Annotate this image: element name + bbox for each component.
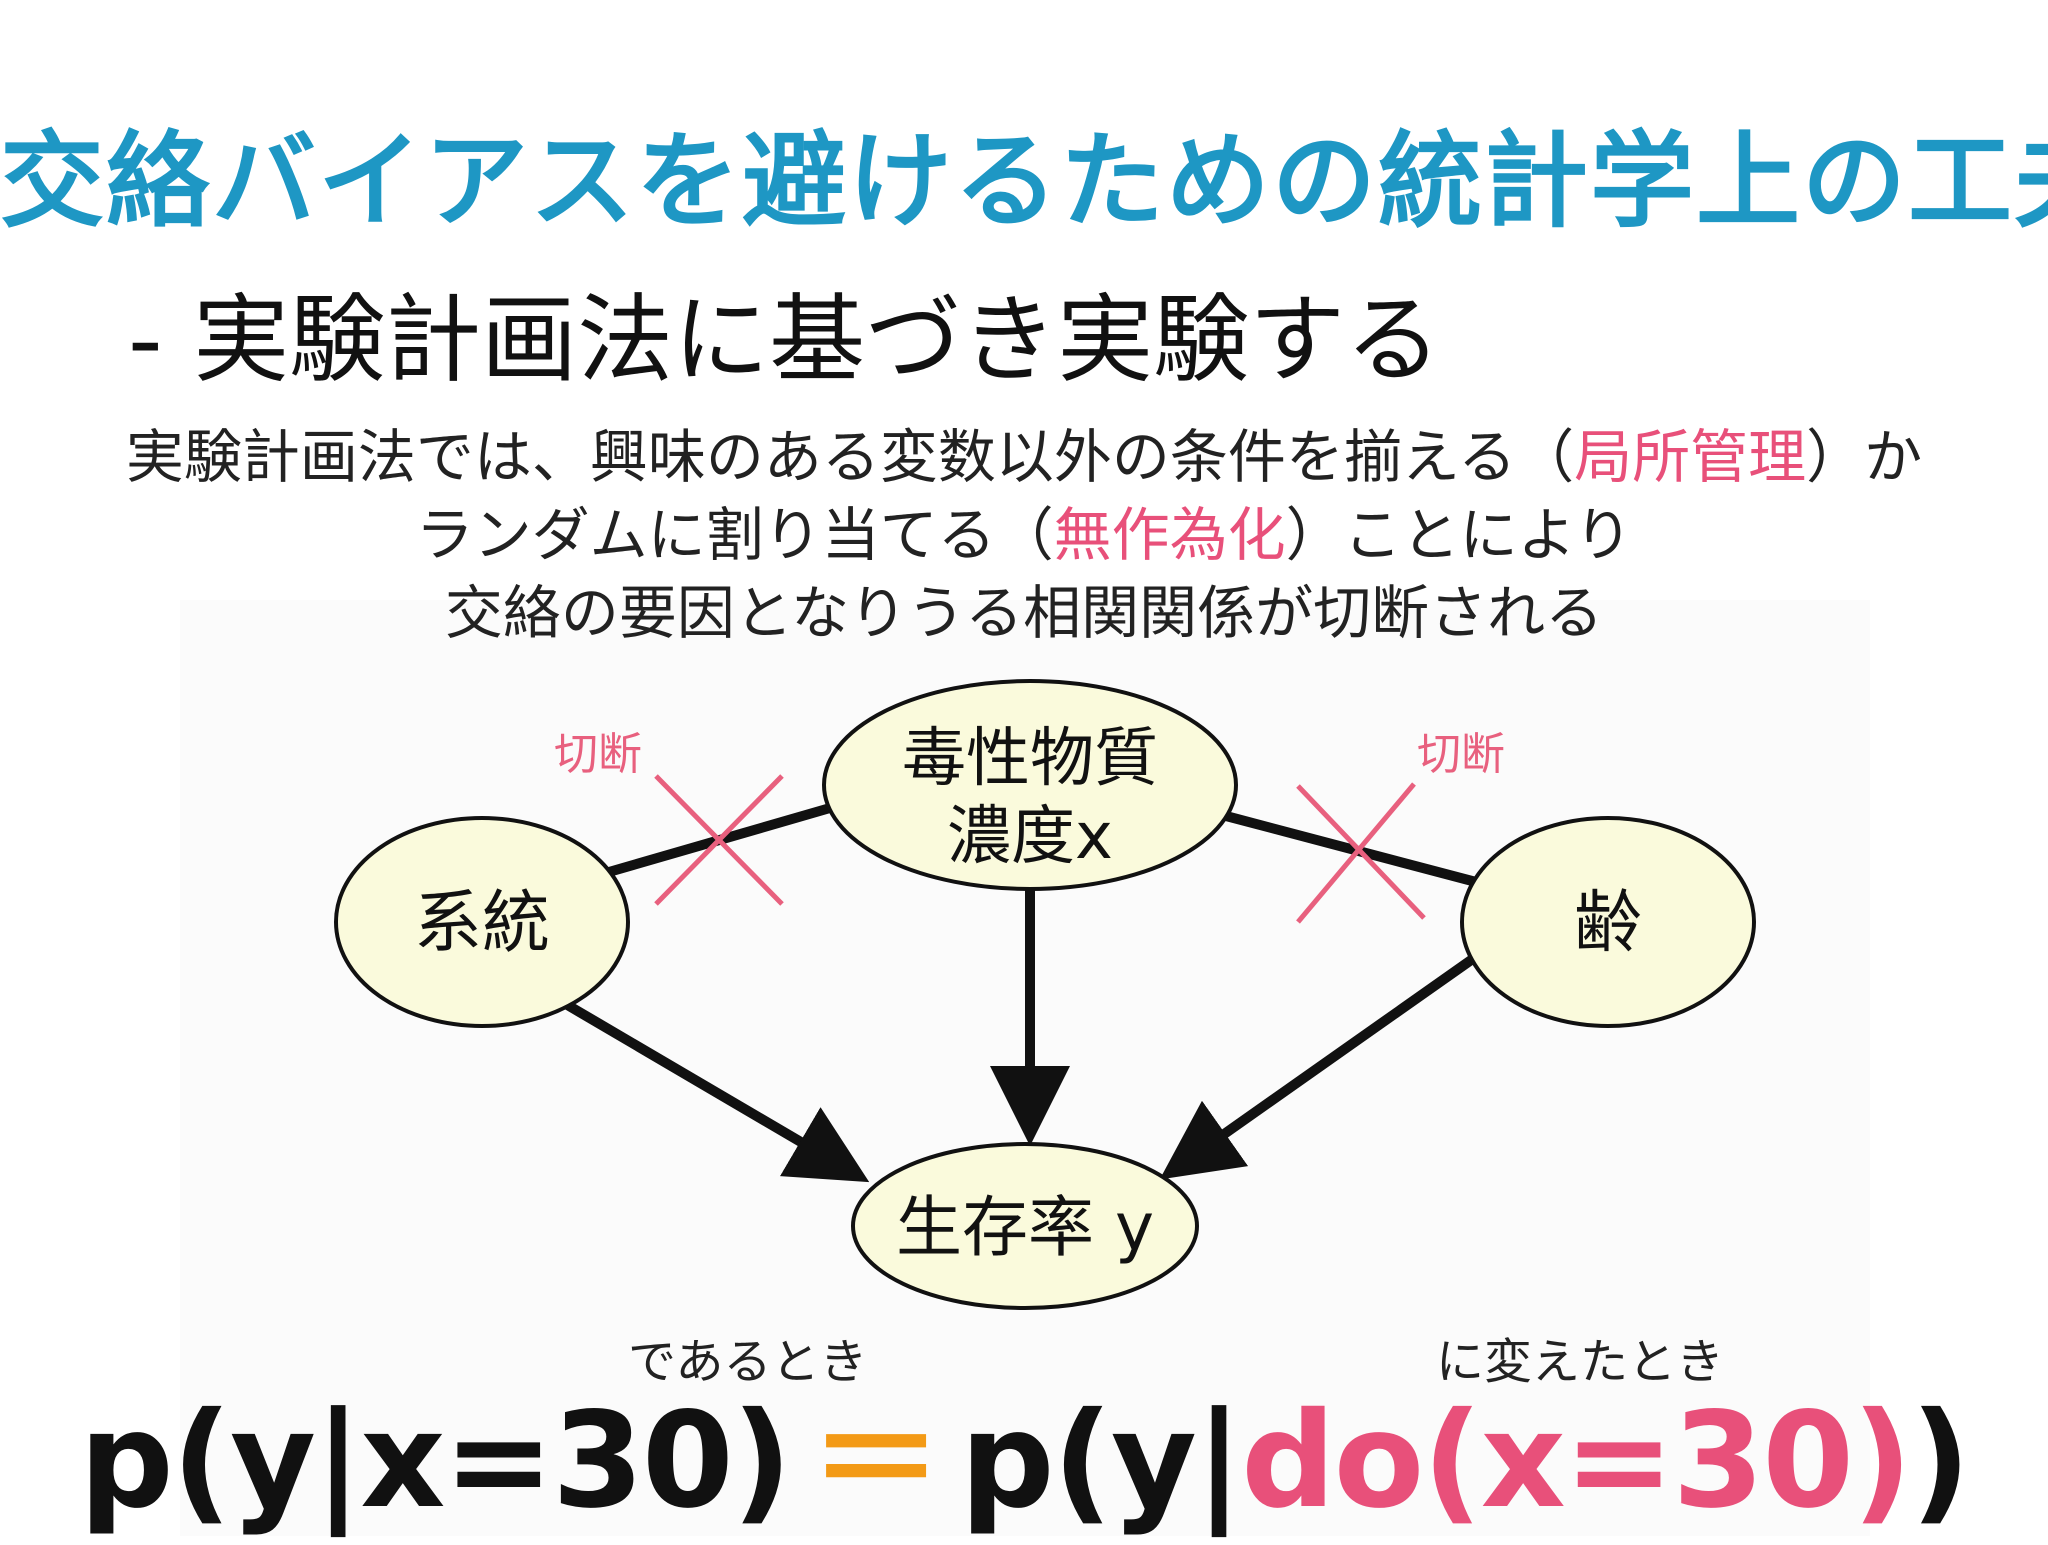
paragraph-line-1-pre: 実験計画法では、興味のある変数以外の条件を揃える（ [125,423,1575,491]
formula-annotation-left: であるとき [628,1334,868,1390]
cut-mark-left [654,774,784,906]
arrow-age-survival [1159,953,1477,1180]
formula-annotation-right: に変えたとき [1436,1334,1725,1390]
paragraph-line-3: 交絡の要因となりうる相関関係が切断される [444,579,1604,647]
node-strain: 系統 [334,816,630,1028]
paragraph-line-1: 実験計画法では、興味のある変数以外の条件を揃える（局所管理）か [0,410,2048,494]
node-age: 齢 [1460,816,1756,1028]
node-strain-label: 系統 [414,884,550,963]
node-toxin: 毒性物質 濃度x [822,679,1238,891]
page-title: 交絡バイアスを避けるための統計学上の工夫 [0,120,2048,242]
node-age-label: 齢 [1574,884,1642,963]
paragraph-line-2-pre: ランダムに割り当てる（ [415,501,1054,569]
node-survival: 生存率 y [851,1142,1199,1310]
formula-rhs-prefix: p(y| [960,1384,1243,1538]
subtitle: - 実験計画法に基づき実験する [128,284,1442,396]
node-toxin-label-2: 濃度x [947,800,1113,874]
causal-formula: p(y|x=30)＝p(y|do(x=30)) [0,1354,2048,1545]
highlight-local-control: 局所管理 [1574,423,1807,491]
formula-equals: ＝ [810,1384,942,1538]
formula-lhs: p(y|x=30) [79,1384,792,1538]
paragraph-line-2: ランダムに割り当てる（無作為化）ことにより [0,488,2048,572]
formula-rhs-suffix: ) [1910,1384,1970,1538]
cut-mark-right [1296,782,1426,924]
cut-label-right: 切断 [1417,729,1505,780]
formula-do-operator: do(x=30) [1241,1384,1912,1538]
paragraph-line-2-post: ）ことにより [1285,501,1633,569]
cut-label-left: 切断 [554,729,642,780]
highlight-randomization: 無作為化 [1053,501,1286,569]
arrow-strain-survival [561,998,870,1183]
edge-toxin-age [1224,811,1478,887]
node-survival-label: 生存率 y [896,1189,1154,1266]
node-toxin-label-1: 毒性物質 [902,722,1158,796]
paragraph-line-1-post: ）か [1806,423,1923,491]
